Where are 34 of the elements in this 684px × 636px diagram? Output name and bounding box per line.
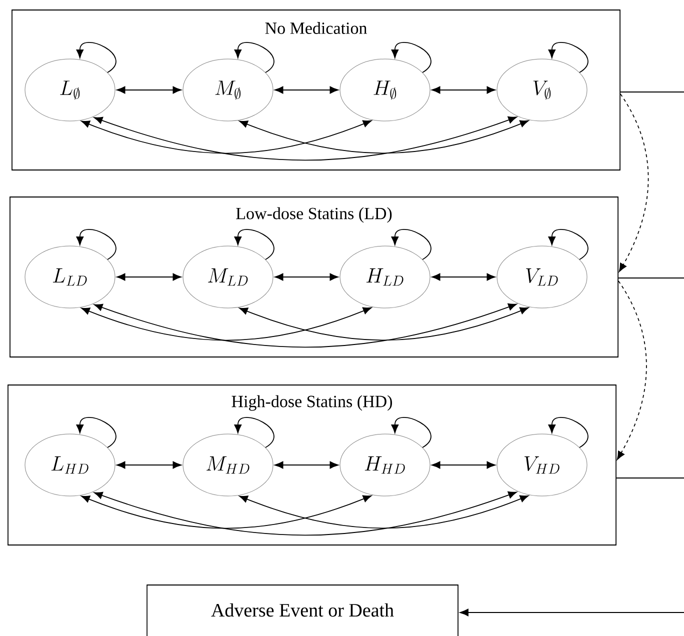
self-loop-arrow: [234, 229, 274, 260]
transition-arrow: [616, 280, 647, 460]
self-loop-arrow: [76, 417, 116, 448]
transition-arrow: [81, 307, 372, 341]
transition-arrow: [94, 491, 517, 536]
self-loop-arrow: [548, 229, 588, 260]
transition-arrow: [432, 86, 496, 94]
transition-arrow: [239, 307, 529, 341]
self-loop-arrow: [391, 229, 432, 260]
self-loop-arrow: [548, 42, 588, 73]
self-loop-arrow: [234, 42, 274, 73]
transition-arrow: [274, 86, 338, 94]
self-loop-arrow: [76, 229, 116, 260]
transition-arrow: [94, 116, 517, 161]
self-loop-arrow: [391, 417, 432, 448]
transition-arrow: [81, 120, 372, 154]
transition-arrow: [274, 273, 338, 281]
transition-arrow: [116, 273, 182, 281]
transition-arrow: [81, 495, 372, 529]
self-loop-arrow: [76, 42, 116, 73]
self-loop-arrow: [548, 417, 588, 448]
self-loop-arrow: [391, 42, 432, 73]
transition-arrow: [239, 495, 529, 529]
transition-arrow: [116, 86, 182, 94]
outcome-box: Adverse Event or Death: [146, 584, 458, 636]
transition-arrow: [618, 94, 649, 272]
arrow: [460, 608, 684, 616]
transition-arrow: [432, 273, 496, 281]
transition-arrow: [94, 303, 517, 348]
transition-arrow: [274, 461, 338, 469]
transition-arrow: [116, 461, 182, 469]
transition-arrow: [239, 120, 529, 154]
self-loop-arrow: [234, 417, 274, 448]
transition-arrow: [432, 461, 496, 469]
